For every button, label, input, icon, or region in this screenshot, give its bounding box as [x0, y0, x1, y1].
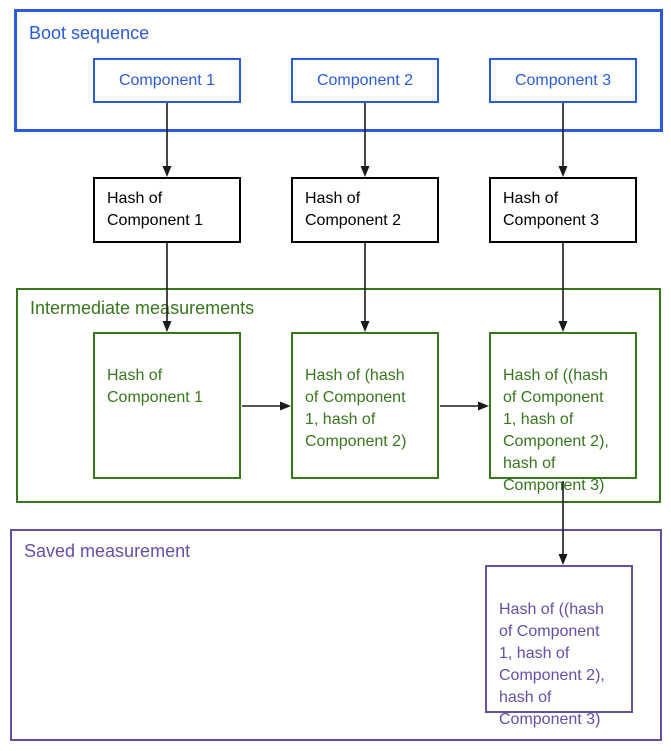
hash-component-1-box: Hash of Component 1: [93, 177, 241, 243]
hash-component-1-text: Hash of Component 1: [107, 190, 204, 229]
hash-component-2-box: Hash of Component 2: [291, 177, 439, 243]
component-2-label: Component 2: [316, 71, 414, 89]
saved-measurement-label: Saved measurement: [24, 541, 191, 561]
hash-component-2-text: Hash of Component 2: [305, 190, 402, 229]
boot-sequence-label: Boot sequence: [29, 23, 150, 43]
intermediate-measurement-2-text: Hash of (hash of Component 1, hash of Co…: [305, 367, 407, 450]
component-3-label: Component 3: [514, 71, 612, 89]
component-1-box: Component 1: [93, 58, 241, 103]
component-1-label: Component 1: [118, 71, 216, 89]
component-2-box: Component 2: [291, 58, 439, 103]
hash-component-3-box: Hash of Component 3: [489, 177, 637, 243]
intermediate-measurement-1-box: Hash of Component 1: [93, 332, 241, 479]
component-3-box: Component 3: [489, 58, 637, 103]
saved-measurement-box: Hash of ((hash of Component 1, hash of C…: [485, 565, 633, 728]
intermediate-measurement-3-text: Hash of ((hash of Component 1, hash of C…: [503, 367, 609, 494]
intermediate-measurement-1-text: Hash of Component 1: [107, 367, 204, 406]
hash-component-3-text: Hash of Component 3: [503, 190, 600, 229]
intermediate-measurement-2-box: Hash of (hash of Component 1, hash of Co…: [291, 332, 439, 479]
saved-measurement-text: Hash of ((hash of Component 1, hash of C…: [499, 601, 605, 728]
intermediate-measurement-3-box: Hash of ((hash of Component 1, hash of C…: [489, 332, 637, 494]
intermediate-measurements-label: Intermediate measurements: [30, 298, 255, 318]
